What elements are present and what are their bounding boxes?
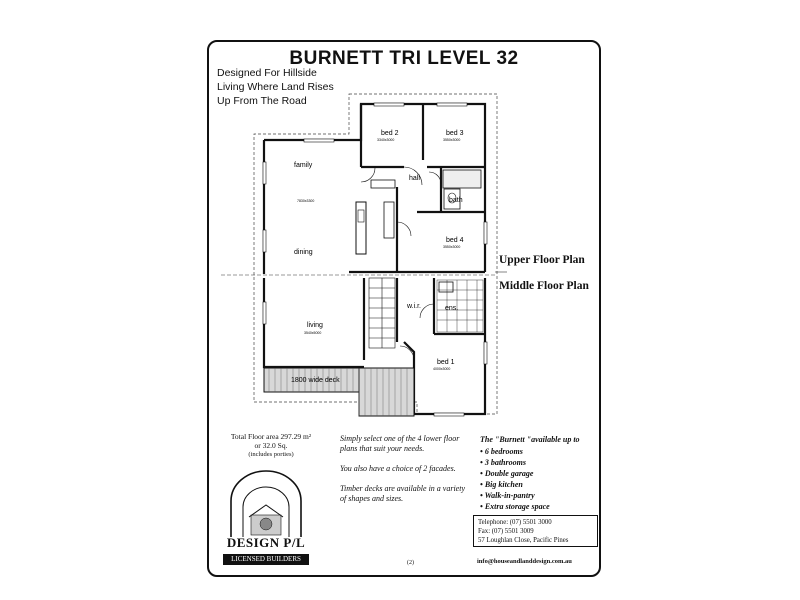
floor-area-stats: Total Floor area 297.29 m² or 32.0 Sq. (… [229,432,313,459]
room-dim-family: 7830x3300 [297,199,314,203]
page-number: (2) [407,560,414,566]
tagline-line: Up From The Road [217,95,307,107]
tagline: Designed For Hillside Living Where Land … [217,66,334,108]
room-label-bed3: bed 3 [446,130,464,137]
ensuite-tiles [436,279,484,333]
floor-area-note: (includes porties) [248,451,294,458]
upper-floor-label: Upper Floor Plan [499,254,585,266]
feature-item: Big kitchen [480,479,599,490]
room-label-bath: bath [449,197,463,204]
feature-item: Walk-in-pantry [480,490,599,501]
logo-licensed-bar: LICENSED BUILDERS [223,554,309,565]
plan-options-text: Simply select one of the 4 lower floor p… [340,434,470,514]
room-label-bed4: bed 4 [446,237,464,244]
site-outline [253,93,498,415]
room-dim-bed1: 4000x3000 [433,367,450,371]
floor-area-total: Total Floor area 297.29 m² [230,432,312,441]
room-label-dining: dining [294,249,313,256]
staircase [368,277,396,349]
room-label-living: living [307,322,323,329]
timber-deck [263,367,415,417]
room-dim-living: 3540x5000 [304,331,321,335]
room-label-family: family [294,162,313,169]
page-title: BURNETT TRI LEVEL 32 [289,48,519,69]
features-heading: The "Burnett "available up to [480,435,580,444]
room-dim-bed4: 3550x3000 [443,245,460,249]
option-note: Simply select one of the 4 lower floor p… [340,434,460,453]
feature-item: 6 bedrooms [480,446,599,457]
logo-name: DESIGN P/L [226,535,306,550]
feature-item: 3 bathrooms [480,457,599,468]
room-label-bed1: bed 1 [437,359,455,366]
contact-telephone: Telephone: (07) 5501 3000 [478,519,552,526]
contact-address: 57 Loughlan Close, Pacific Pines [478,537,569,544]
tagline-line: Living Where Land Rises [217,81,334,93]
room-label-bed2: bed 2 [381,130,399,137]
contact-email: info@houseandlanddesign.com.au [477,558,572,565]
feature-item: Extra storage space [480,501,599,512]
features-list: The "Burnett "available up to 6 bedrooms… [480,434,599,512]
option-note: You also have a choice of 2 facades. [340,464,456,473]
middle-floor-label: Middle Floor Plan [499,280,589,292]
option-note: Timber decks are available in a variety … [340,484,466,503]
contact-fax: Fax: (07) 5501 3009 [478,528,534,535]
room-label-deck: 1800 wide deck [291,377,340,384]
room-label-ens: ens. [445,305,458,312]
contact-box: Telephone: (07) 5501 3000 Fax: (07) 5501… [473,515,598,547]
plan-sheet: BURNETT TRI LEVEL 32 Designed For Hillsi… [207,40,601,577]
tagline-line: Designed For Hillside [217,67,317,79]
room-dim-bed2: 3340x3000 [377,138,394,142]
logo-emblem [230,470,302,537]
room-dim-bed3: 3550x3000 [443,138,460,142]
kitchen-island [355,201,367,255]
room-label-wir: w.i.r. [406,303,421,310]
feature-item: Double garage [480,468,599,479]
floor-area-squares: or 32.0 Sq. [254,441,288,450]
room-label-hall: hall [409,175,420,182]
company-logo: DESIGN P/L LICENSED BUILDERS [221,469,311,567]
